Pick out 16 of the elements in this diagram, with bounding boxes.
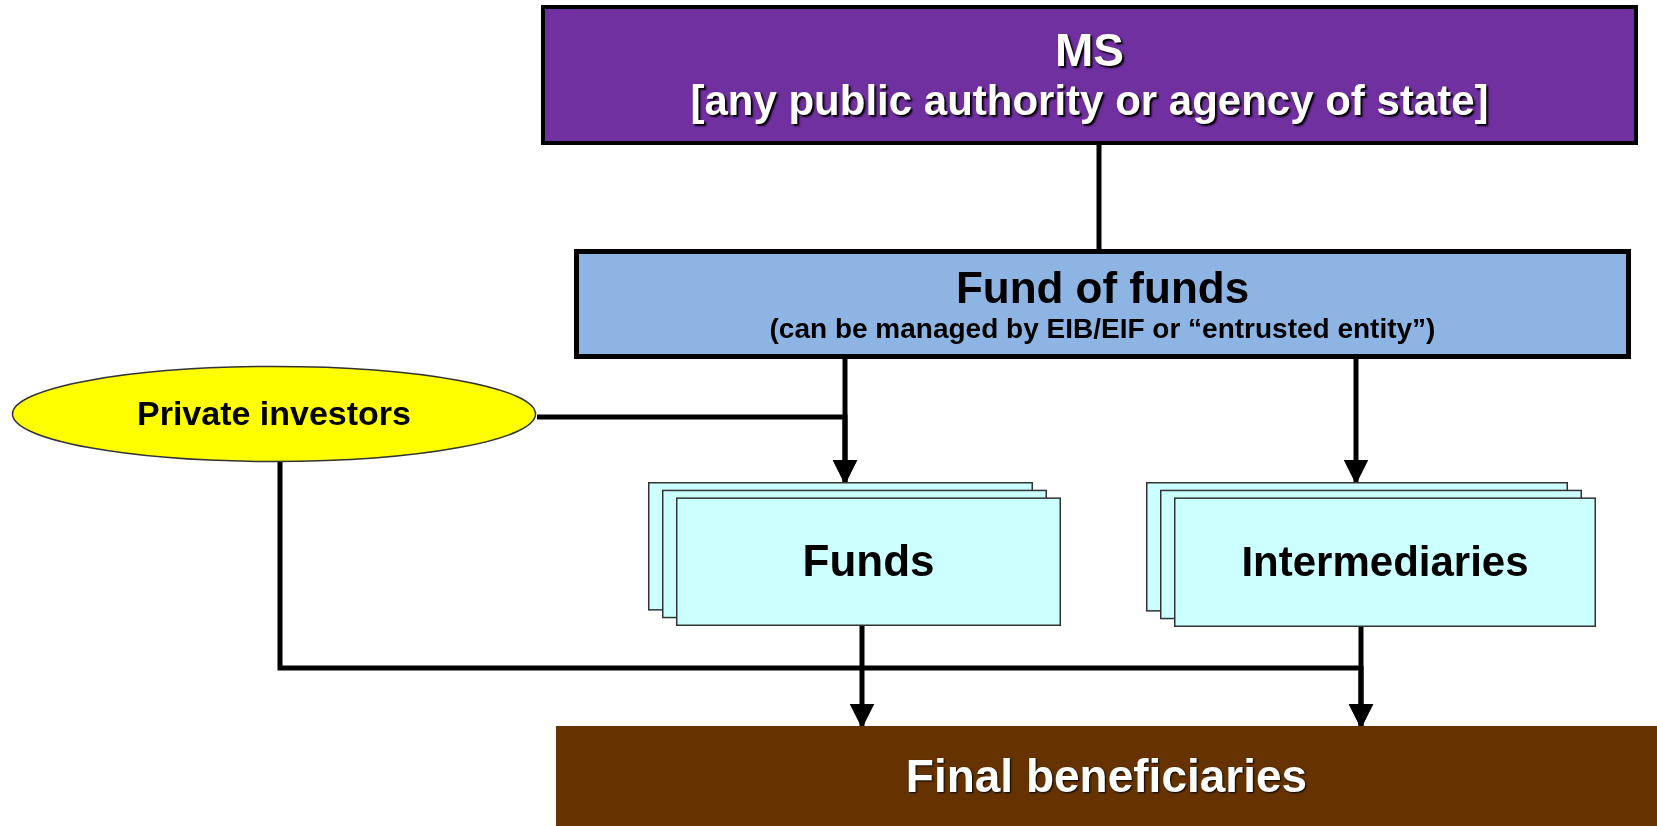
box-title: Final beneficiaries: [905, 749, 1308, 803]
box-title: Private investors: [137, 394, 411, 434]
box-title: Intermediaries: [1241, 538, 1529, 587]
stacked-box: [1146, 482, 1596, 627]
box-subtitle: (can be managed by EIB/EIF or “entrusted entity”): [769, 313, 1436, 346]
investor-ellipse: [11, 365, 537, 463]
authority-box: [541, 5, 1638, 145]
box-title: Funds: [802, 536, 935, 587]
beneficiary-box: [556, 726, 1657, 826]
connector-arrow: [849, 626, 875, 729]
stacked-box: [648, 482, 1061, 626]
box-title: Fund of funds: [955, 262, 1250, 314]
fund-box: [574, 249, 1631, 359]
box-subtitle: [any public authority or agency of state]: [690, 77, 1489, 126]
box-title: MS: [1055, 24, 1124, 78]
connector-arrow: [277, 460, 1374, 729]
